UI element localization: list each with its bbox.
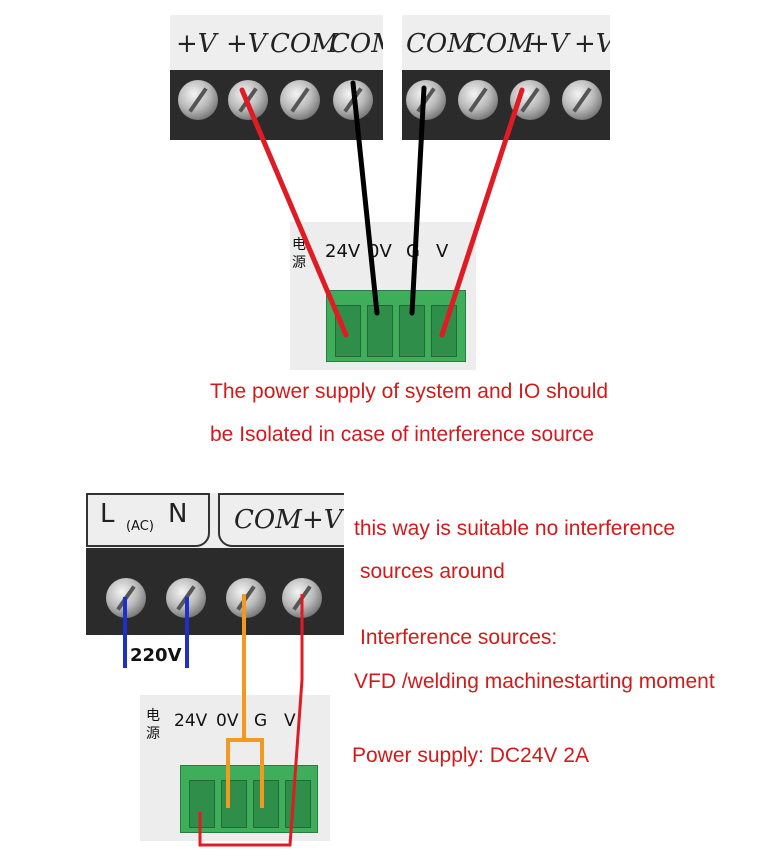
pin-label: 0V (368, 241, 392, 262)
screw-terminal-icon (280, 80, 320, 120)
power-supply-photo-right: COM COM +V +V (402, 15, 610, 140)
positive-wire (198, 594, 304, 847)
positive-wire (239, 87, 349, 338)
isolation-note-line-1: The power supply of system and IO should (210, 380, 609, 403)
terminal-label: (AC) (126, 519, 154, 534)
interference-title: Interference sources: (360, 626, 558, 649)
power-supply-note: Power supply: DC24V 2A (352, 744, 589, 767)
controller-power-terminal-bottom: 电 源 24V 0V G V (140, 695, 330, 841)
cn-label: 电 (146, 708, 160, 724)
terminal-label: +V (574, 29, 610, 59)
terminal-label: +V (528, 29, 569, 59)
ground-wire (409, 85, 427, 316)
terminal-label: +V (176, 29, 217, 59)
no-interference-note-line-2: sources around (360, 560, 505, 583)
screw-terminal-icon (562, 80, 602, 120)
ground-wire (350, 80, 380, 316)
terminal-label: COM (406, 29, 474, 59)
pin-label: G (254, 711, 268, 731)
terminal-label: +V (226, 29, 267, 59)
voltage-label: 220V (130, 645, 182, 666)
pin-label: 24V (325, 241, 361, 262)
terminal-label: L (100, 499, 115, 529)
terminal-label: +V (302, 505, 343, 535)
positive-wire (439, 87, 525, 338)
pin-label: V (284, 711, 296, 731)
terminal-label: COM (466, 29, 534, 59)
com-wire (244, 738, 264, 808)
terminal-label: COM (270, 29, 338, 59)
terminal-label: N (168, 499, 188, 529)
cn-label: 源 (292, 255, 306, 271)
interference-detail: VFD /welding machinestarting moment (354, 670, 715, 693)
no-interference-note-line-1: this way is suitable no interference (354, 517, 675, 540)
com-wire (226, 594, 246, 808)
pin-label: 24V (174, 711, 208, 731)
terminal-label: COM (234, 505, 302, 535)
cn-label: 电 (292, 237, 306, 253)
terminal-label: COM (330, 29, 383, 59)
pin-label: V (436, 241, 449, 262)
screw-terminal-icon (458, 80, 498, 120)
controller-power-terminal-top: 电 源 24V 0V G V (290, 222, 476, 370)
cn-label: 源 (146, 726, 160, 742)
pin-label: 0V (216, 711, 239, 731)
isolation-note-line-2: be Isolated in case of interference sour… (210, 423, 595, 446)
screw-terminal-icon (178, 80, 218, 120)
power-supply-photo-left: +V +V COM COM (170, 15, 383, 140)
